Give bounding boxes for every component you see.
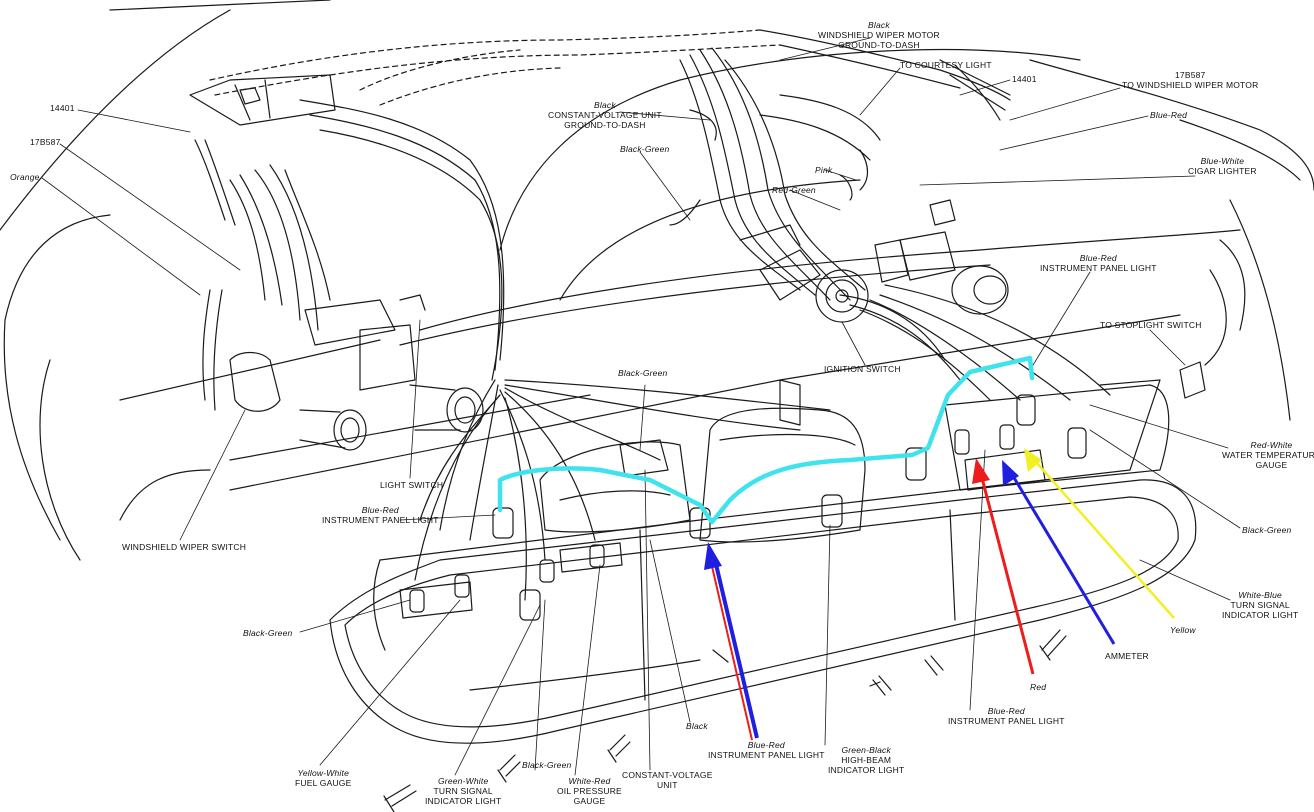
sockets [409, 379, 1087, 621]
label-cigar-lighter: Blue-White CIGAR LIGHTER [1188, 156, 1257, 176]
label-ipl-bottom-right: Blue-Red INSTRUMENT PANEL LIGHT [948, 706, 1065, 726]
yellow-arrow [1024, 448, 1175, 619]
upper-harness [209, 29, 1011, 121]
label-red-green: Red-Green [772, 185, 816, 195]
cigar-lighter-body [874, 199, 1009, 315]
label-ammeter: AMMETER [1105, 651, 1149, 661]
label-yellow: Yellow [1170, 625, 1196, 635]
label-ipl-left: Blue-Red INSTRUMENT PANEL LIGHT [322, 505, 439, 525]
label-ipl-right: Blue-Red INSTRUMENT PANEL LIGHT [1040, 253, 1157, 273]
label-ipl-bottom: Blue-Red INSTRUMENT PANEL LIGHT [708, 740, 825, 760]
instrument-cluster [329, 379, 1197, 744]
label-black-bottom: Black [686, 721, 708, 731]
cyan-highlight-wire [497, 355, 1035, 525]
label-green-white-turn-signal: Green-White TURN SIGNAL INDICATOR LIGHT [425, 776, 502, 806]
label-ignition-switch: IGNITION SWITCH [824, 364, 901, 374]
switch-knobs [229, 294, 484, 451]
label-constant-voltage-unit: CONSTANT-VOLTAGE UNIT [622, 770, 713, 790]
blue-arrow [1002, 460, 1116, 645]
leader-lines [41, 37, 1241, 776]
label-black-green-right: Black-Green [1242, 525, 1292, 535]
cluster-wiring [414, 379, 831, 601]
label-high-beam-indicator: Green-Black HIGH-BEAM INDICATOR LIGHT [828, 745, 905, 775]
label-14401-right: 14401 [1012, 74, 1037, 84]
label-pink: Pink [815, 165, 833, 175]
label-orange: Orange [10, 172, 40, 182]
label-red: Red [1030, 682, 1047, 692]
dash-outline [0, 0, 1314, 561]
label-windshield-wiper-switch: WINDSHIELD WIPER SWITCH [122, 542, 247, 552]
label-light-switch: LIGHT SWITCH [380, 480, 444, 490]
label-oil-pressure-gauge: White-Red OIL PRESSURE GAUGE [557, 776, 622, 806]
label-water-temperature-gauge: Red-White WATER TEMPERATURE GAUGE [1222, 440, 1314, 470]
label-14401-left: 14401 [50, 103, 75, 113]
label-17b587-left: 17B587 [30, 137, 61, 147]
label-black-green-left: Black-Green [243, 628, 293, 638]
label-cvu-ground: Black CONSTANT-VOLTAGE UNIT GROUND-TO-DA… [548, 100, 662, 130]
label-17b587-right: 17B587 TO WINDSHIELD WIPER MOTOR [1122, 70, 1259, 90]
label-black-green-top: Black-Green [620, 144, 670, 154]
label-black-green-bottom: Black-Green [522, 760, 572, 770]
red-arrow [972, 458, 1035, 675]
screws [383, 629, 1067, 812]
label-fuel-gauge: Yellow-White FUEL GAUGE [295, 768, 352, 788]
label-wiper-motor-ground: Black WINDSHIELD WIPER MOTOR GROUND-TO-D… [818, 20, 940, 50]
label-white-blue-turn-signal: White-Blue TURN SIGNAL INDICATOR LIGHT [1222, 590, 1299, 620]
stoplight-connector [1179, 239, 1246, 399]
label-blue-red-top: Blue-Red [1150, 110, 1188, 120]
label-black-green-mid: Black-Green [618, 368, 668, 378]
main-harness [299, 47, 1111, 401]
label-to-stoplight-switch: TO STOPLIGHT SWITCH [1100, 320, 1202, 330]
label-to-courtesy-light: TO COURTESY LIGHT [900, 60, 992, 70]
blue-red-arrow [704, 542, 759, 741]
left-bracket [189, 74, 336, 411]
